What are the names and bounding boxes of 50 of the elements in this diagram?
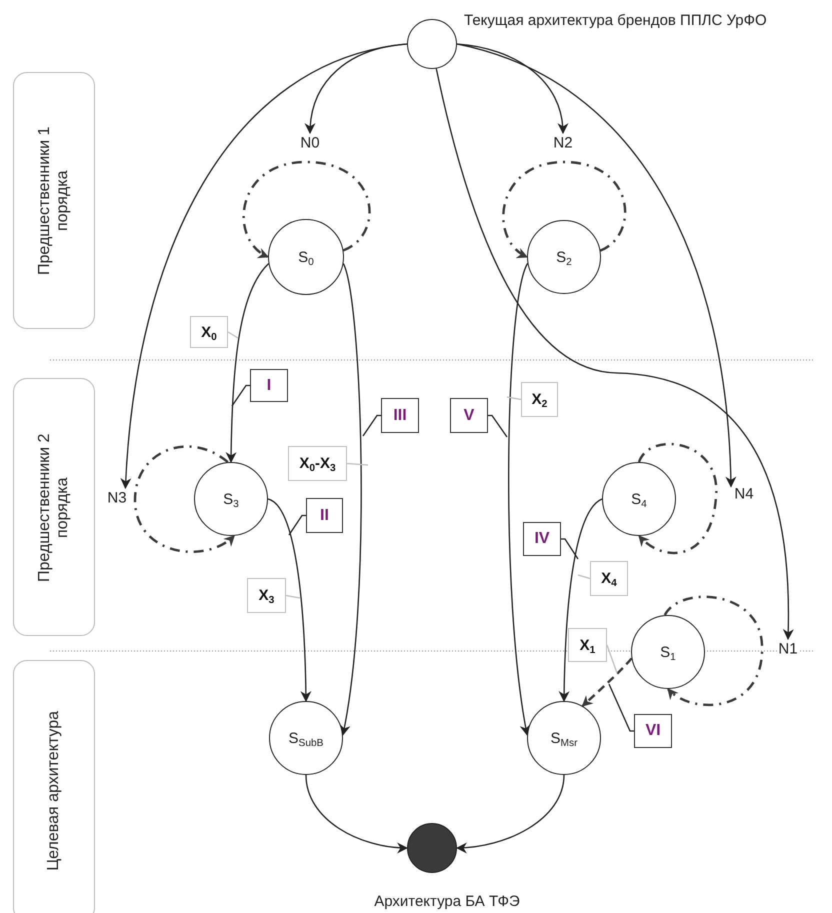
leader-line <box>561 538 579 560</box>
state-circle: S$_{2}$ <box>527 220 601 294</box>
callout-label: X$_{0}$ <box>190 316 228 348</box>
loop-arrow <box>664 596 764 706</box>
state-circle: S$_{Msr}$ <box>527 701 601 775</box>
callout-label: X$_{2}$ <box>521 382 558 417</box>
leader-line <box>608 684 634 732</box>
leader-line <box>288 514 306 536</box>
arrow <box>582 658 632 707</box>
arrow <box>558 498 602 702</box>
callout-label: X$_{4}$ <box>590 561 628 596</box>
state-circle: S$_{3}$ <box>194 462 268 536</box>
numeral-label: IV <box>523 522 561 556</box>
lane-title: Предшественники 1 порядка <box>36 125 72 277</box>
leader-line <box>231 384 250 406</box>
leader-line <box>488 414 508 438</box>
node-caption: Текущая архитектура брендов ППЛС УрФО <box>464 12 767 29</box>
callout-label: X$_{1}$ <box>568 628 607 662</box>
numeral-label: I <box>250 369 288 402</box>
arrow <box>268 498 312 702</box>
callout-label: X$_{0}$-X$_{3}$ <box>288 446 347 481</box>
state-circle: S$_{SubB}$ <box>269 701 343 775</box>
lane-title: Предшественники 2 порядка <box>36 432 72 584</box>
loop-arrow <box>134 445 236 553</box>
arrow <box>305 774 408 853</box>
arrow <box>339 263 362 736</box>
leader-line <box>362 414 381 436</box>
arrow <box>456 43 568 134</box>
numeral-label: V <box>450 398 488 433</box>
node-caption: Архитектура БА ТФЭ <box>373 893 521 910</box>
numeral-label: II <box>306 498 343 533</box>
arrow <box>436 68 794 640</box>
arrow <box>508 263 531 736</box>
state-circle: S$_{4}$ <box>602 462 676 536</box>
loop-arrow <box>242 160 371 258</box>
arrow <box>226 263 270 464</box>
lane-box <box>13 72 95 329</box>
loop-arrow <box>502 160 626 258</box>
state-circle: S$_{1}$ <box>631 615 705 689</box>
arrow <box>120 43 408 490</box>
loop-arrow <box>638 443 718 554</box>
lane-box <box>13 660 95 913</box>
lane-title: Целевая архитектура <box>45 711 63 871</box>
callout-label: X$_{3}$ <box>247 578 286 613</box>
arrow <box>456 774 565 854</box>
state-circle: S$_{0}$ <box>268 219 344 295</box>
numeral-label: VI <box>634 714 672 748</box>
numeral-label: III <box>381 398 419 433</box>
lane-box <box>13 378 95 636</box>
arrow <box>456 43 736 488</box>
